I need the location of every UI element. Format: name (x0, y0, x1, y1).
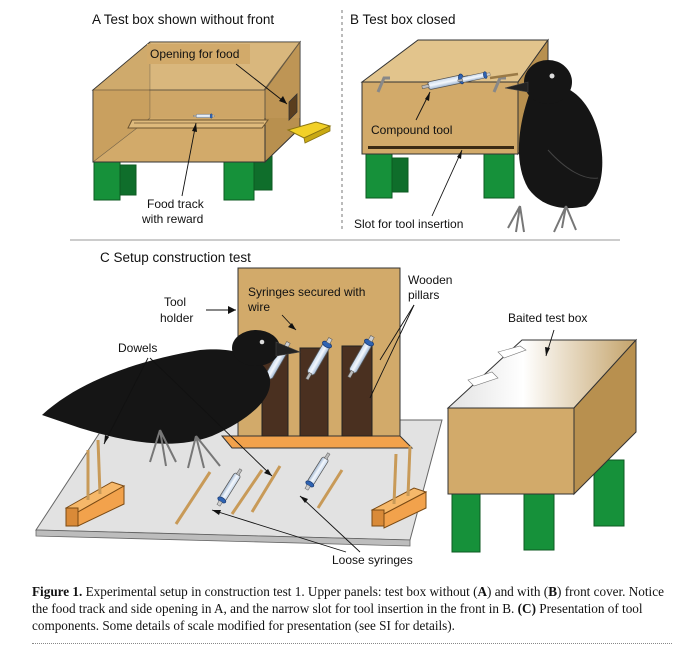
label-dowels: Dowels (118, 341, 157, 355)
loose-dowel (230, 469, 264, 515)
label-compound-tool: Compound tool (371, 123, 452, 137)
tool-slot (368, 146, 514, 149)
test-box-b (361, 81, 519, 155)
label-loose-syringes: Loose syringes (332, 553, 413, 567)
label-tool: Tool (164, 295, 186, 309)
baited-test-box (446, 338, 638, 553)
label-opening-for-food: Opening for food (150, 47, 239, 61)
hinge (376, 76, 390, 93)
loose-dowel (316, 469, 344, 509)
crow-b (504, 60, 603, 233)
dowel-block-left (64, 439, 126, 527)
label-wire: wire (247, 300, 270, 314)
tool-holder (220, 267, 414, 449)
side-opening (288, 93, 298, 121)
label-with-reward: with reward (141, 212, 203, 226)
box-a-leg (93, 161, 121, 201)
panel-a: A Test box shown without front Opening f… (91, 12, 332, 228)
label-pillars: pillars (408, 288, 439, 302)
box-a-leg (223, 159, 255, 201)
label-holder: holder (160, 311, 193, 325)
label-baited-test-box: Baited test box (508, 311, 587, 325)
panel-c-title: C Setup construction test (100, 250, 251, 265)
label-wooden: Wooden (408, 273, 452, 287)
panel-a-title: A Test box shown without front (92, 12, 274, 27)
dowel-block-right (370, 445, 428, 529)
panel-b-title: B Test box closed (350, 12, 456, 27)
hinge (492, 76, 506, 93)
label-food-track: Food track (147, 197, 205, 211)
panel-c: C Setup construction test Syringes secur… (35, 250, 638, 567)
label-syringes-secured: Syringes secured with (248, 285, 365, 299)
caption-figure-label: Figure 1. (32, 584, 83, 599)
food-track (127, 119, 269, 129)
loose-dowel (174, 471, 212, 525)
crow-c (42, 330, 302, 469)
label-slot-for-tool-insertion: Slot for tool insertion (354, 217, 463, 231)
caption-dotted-rule (32, 643, 672, 644)
figure-caption: Figure 1. Experimental setup in construc… (32, 584, 664, 633)
box-b-leg (365, 153, 393, 199)
panel-b: B Test box closed Compound tool S (350, 12, 603, 233)
reward-syringe (193, 113, 215, 119)
box-b-leg (483, 151, 515, 199)
loose-dowel (250, 465, 282, 513)
